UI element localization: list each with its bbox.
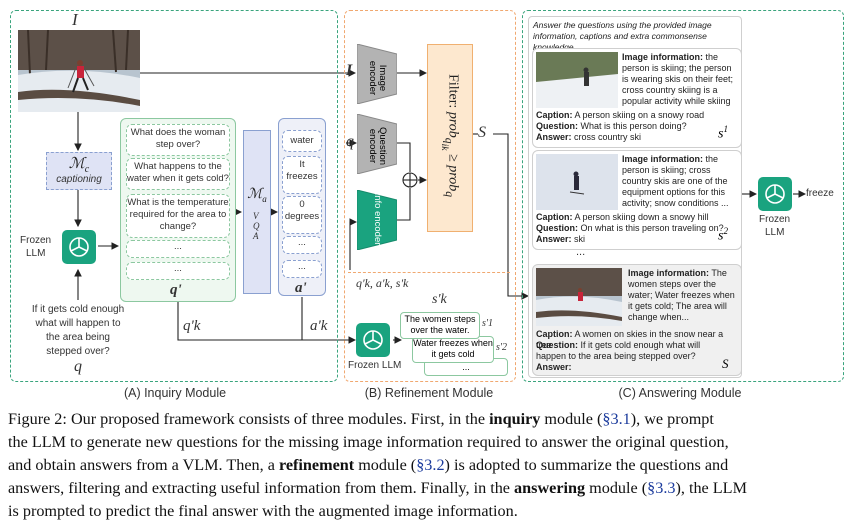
inquiry-module-frame <box>10 10 338 382</box>
figure-caption-line5: is prompted to predict the final answer … <box>8 502 518 520</box>
answer-box-1: water <box>282 130 322 152</box>
answer-box-4: ... <box>282 236 322 254</box>
example-2-question: Question: On what is this person traveli… <box>536 223 724 233</box>
question-box-2: What happens to the water when it gets c… <box>126 158 230 190</box>
question-box-1: What does the woman step over? <box>126 124 230 156</box>
question-encoder-label: Question encoder <box>367 126 388 166</box>
answer-llm-icon <box>758 177 792 211</box>
original-question-line3: the area being <box>46 332 110 343</box>
S-symbol: S <box>478 124 486 141</box>
summary-card-2: Water freezes when it gets cold <box>412 336 494 363</box>
example-1-question: Question: What is this person doing? <box>536 121 687 131</box>
q-prime-label: q' <box>170 282 182 298</box>
a-prime-label: a' <box>295 280 307 296</box>
question-box-3: What is the temperature required for the… <box>126 194 230 238</box>
query-caption: Caption: A women on skies in the snow ne… <box>536 329 724 350</box>
summary-card-1: The women steps over the water. <box>400 312 480 339</box>
example-1-caption: Caption: A person skiing on a snowy road <box>536 110 705 120</box>
answering-module-frame <box>522 10 844 382</box>
refinement-module-frame <box>344 10 516 382</box>
captioning-label: captioning <box>56 174 102 185</box>
info-encoder-box: Info encoder <box>356 189 398 251</box>
original-question-line1: If it gets cold enough <box>31 304 125 315</box>
inquiry-module-label: (A) Inquiry Module <box>123 386 227 400</box>
info-encoder-label: Info encoder <box>372 192 383 246</box>
query-question: Question: If it gets cold enough what wi… <box>536 340 701 361</box>
frozen-llm-label-a2: LLM <box>26 248 46 259</box>
figure-caption-line4: answers, filtering and extracting useful… <box>8 479 747 497</box>
original-question-line2: what will happen to <box>35 318 121 329</box>
figure-caption-line1: Figure 2: Our proposed framework consist… <box>8 410 714 428</box>
answer-box-2: It freezes <box>282 156 322 194</box>
question-box-5: ... <box>126 262 230 280</box>
q-symbol: q <box>74 358 82 375</box>
filter-box: Filter: probqik ≥ probq <box>427 44 473 232</box>
image-encoder-label: Image encoder <box>367 60 388 96</box>
final-answer-output: freeze <box>806 188 834 199</box>
answer-box-3: 0 degrees <box>282 196 322 234</box>
skier-image <box>18 30 140 112</box>
example-1-s-label: s1 <box>718 124 728 142</box>
refinement-divider <box>348 272 510 273</box>
captioning-model-box: ℳc captioning <box>46 152 112 190</box>
refine-I-symbol: I <box>346 62 353 79</box>
example-image-1 <box>536 52 618 108</box>
s-prime-k-label: s'k <box>432 292 447 307</box>
refine-frozen-llm-label: Frozen LLM <box>348 360 402 371</box>
refine-inputs-label: q'k, a'k, s'k <box>356 276 409 290</box>
answering-module-label: (C) Answering Module <box>618 386 742 400</box>
example-2-info: Image information: the person is skiing;… <box>622 154 729 208</box>
filter-label: Filter: probqik ≥ probq <box>439 74 461 198</box>
examples-ellipsis: ... <box>576 246 586 258</box>
image-symbol: I <box>72 10 78 29</box>
ma-symbol: ℳa <box>247 187 267 204</box>
answer-frozen-label-1: Frozen <box>759 214 791 225</box>
example-image-2 <box>536 154 618 210</box>
refine-q-symbol: q <box>346 133 354 150</box>
mc-symbol: ℳc <box>68 156 90 175</box>
question-encoder-box: Question encoder <box>356 113 398 175</box>
original-question-line4: stepped over? <box>46 346 110 357</box>
frozen-llm-label-a1: Frozen <box>20 235 52 246</box>
refine-llm-icon <box>356 323 390 357</box>
figure-caption-line2: the LLM to generate new questions for th… <box>8 433 729 451</box>
query-info: Image information: The women steps over … <box>628 268 735 322</box>
a-prime-k-label: a'k <box>310 318 328 334</box>
example-2-caption: Caption: A person skiing down a snowy hi… <box>536 212 709 222</box>
s2-label: s'2 <box>496 342 508 353</box>
query-answer: Answer: <box>536 362 572 372</box>
refinement-module-label: (B) Refinement Module <box>364 386 494 400</box>
example-2-s-label: s2 <box>718 226 728 244</box>
question-box-4: ... <box>126 240 230 258</box>
image-encoder-box: Image encoder <box>356 43 398 105</box>
s1-label: s'1 <box>482 318 494 329</box>
figure-caption-line3: and obtain answers from a VLM. Then, a r… <box>8 456 729 474</box>
q-prime-k-label: q'k <box>183 318 201 334</box>
query-image <box>536 268 622 326</box>
answer-frozen-label-2: LLM <box>765 227 785 238</box>
openai-logo-icon <box>62 230 96 264</box>
example-1-info: Image information: the person is skiing;… <box>622 52 734 106</box>
answer-box-5: ... <box>282 260 322 278</box>
example-2-answer: Answer: ski <box>536 234 586 244</box>
example-1-answer: Answer: cross country ski <box>536 132 642 142</box>
prompt-instruction: Answer the questions using the provided … <box>533 20 712 52</box>
query-S-label: S <box>722 356 729 371</box>
